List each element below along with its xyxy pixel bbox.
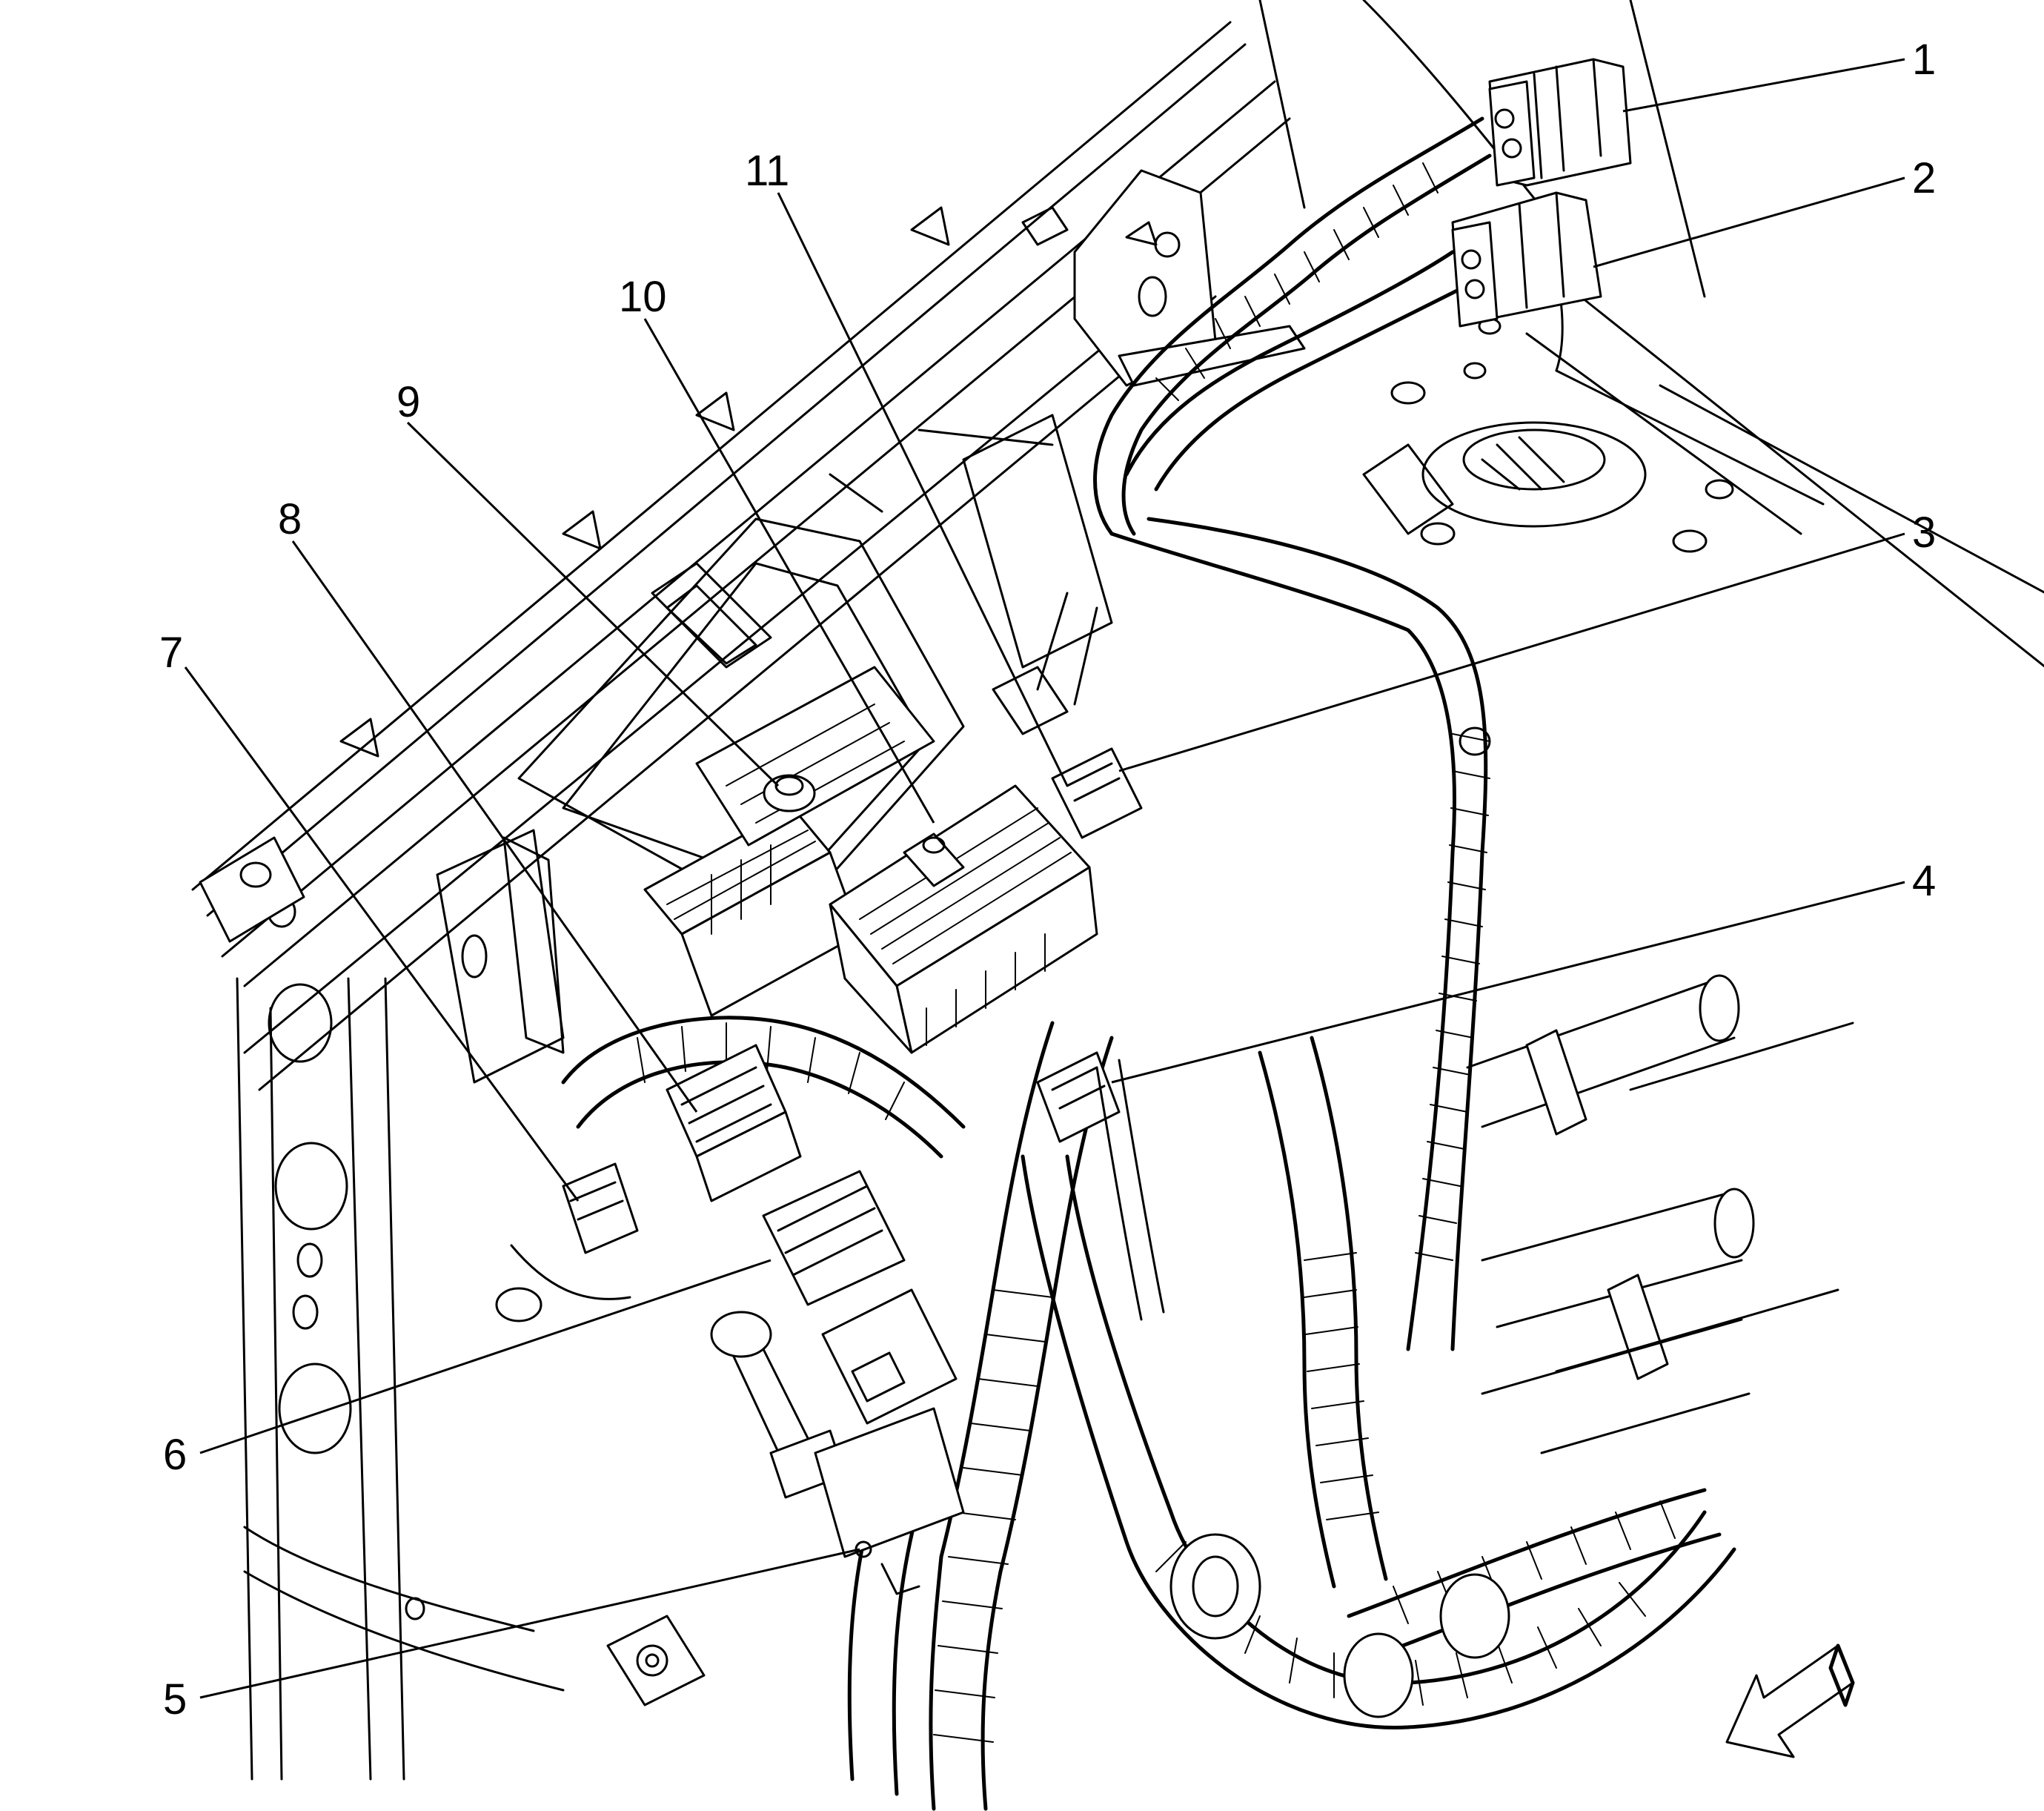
coolant-hoses: [606, 974, 1854, 1718]
callout-5: 5: [163, 1675, 187, 1724]
leader-4: [1111, 881, 1905, 1084]
ecm-connector-right: [829, 784, 1098, 1054]
leader-10: [643, 318, 935, 824]
callout-1: 1: [1912, 36, 1936, 84]
callout-7: 7: [159, 629, 183, 677]
arrow-icon: [1725, 1643, 1855, 1758]
callout-4: 4: [1912, 857, 1936, 905]
connector-2: [1451, 191, 1602, 328]
leader-2: [1593, 176, 1905, 268]
connector-3: [992, 592, 1143, 839]
callout-9: 9: [396, 378, 420, 426]
leader-8: [291, 540, 698, 1113]
connector-7: [495, 1162, 639, 1322]
callout-2: 2: [1912, 154, 1936, 202]
leader-lines: [184, 58, 1905, 1699]
callout-3: 3: [1912, 509, 1936, 557]
leader-6: [199, 1259, 772, 1454]
leader-9: [406, 421, 780, 787]
leader-7: [184, 666, 580, 1202]
connector-1: [1488, 58, 1632, 187]
leader-5: [199, 1548, 860, 1699]
leader-3: [1118, 532, 1905, 772]
leader-1: [1622, 58, 1905, 113]
connector-8: [666, 1044, 802, 1202]
callout-labels: 1 2 3 4 5 6 7 8 9 10 11: [159, 36, 1936, 1724]
callout-6: 6: [163, 1431, 187, 1479]
callout-11: 11: [745, 147, 789, 195]
callout-8: 8: [278, 495, 302, 543]
connector-5: [814, 1407, 965, 1595]
callout-10: 10: [619, 273, 667, 321]
leader-11: [777, 192, 1069, 787]
connector-4: [1036, 1051, 1165, 1321]
ecm-connector-left: [643, 666, 935, 1017]
